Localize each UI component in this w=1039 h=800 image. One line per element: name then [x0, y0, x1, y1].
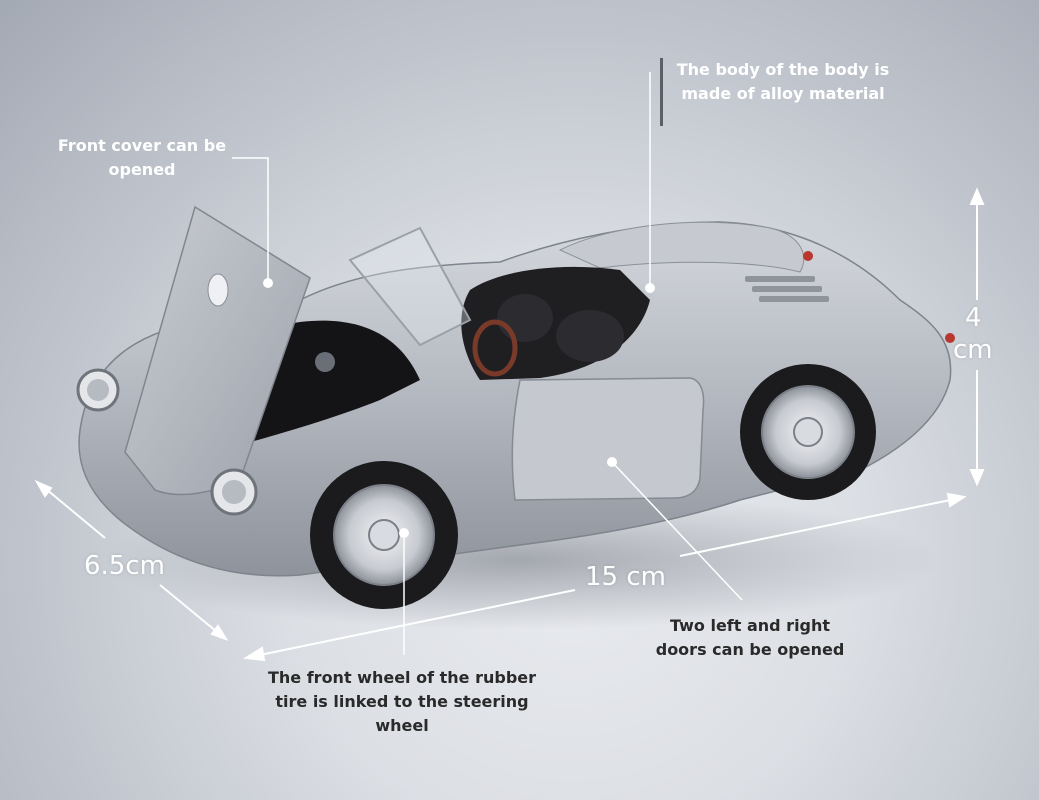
dimension-height-unit: cm	[953, 335, 993, 365]
hood-handle	[207, 273, 229, 307]
tail-light	[945, 333, 955, 343]
windscreen	[348, 226, 472, 347]
dimension-height-value: 4	[965, 303, 982, 333]
callout-front-cover: Front cover can be opened	[57, 136, 227, 179]
engine-vents	[745, 276, 829, 302]
headlight	[87, 379, 109, 401]
trunk-cap	[315, 352, 335, 372]
headlight	[222, 480, 246, 504]
callout-body-material: The body of the body is made of alloy ma…	[676, 60, 890, 103]
rear-deck	[558, 221, 805, 273]
seat	[556, 310, 624, 362]
tail-light	[803, 251, 813, 261]
callout-front-wheel: The front wheel of the rubber tire is li…	[267, 668, 537, 735]
open-door	[511, 377, 705, 501]
callout-leaders	[232, 72, 743, 655]
dimension-arrows	[34, 187, 985, 662]
callout-doors: Two left and right doors can be opened	[655, 616, 845, 659]
callout-dots	[263, 278, 655, 538]
seat	[497, 294, 553, 342]
dimension-length: 15 cm	[585, 562, 666, 592]
dimension-width: 6.5cm	[84, 551, 165, 581]
steering-wheel	[472, 319, 518, 377]
